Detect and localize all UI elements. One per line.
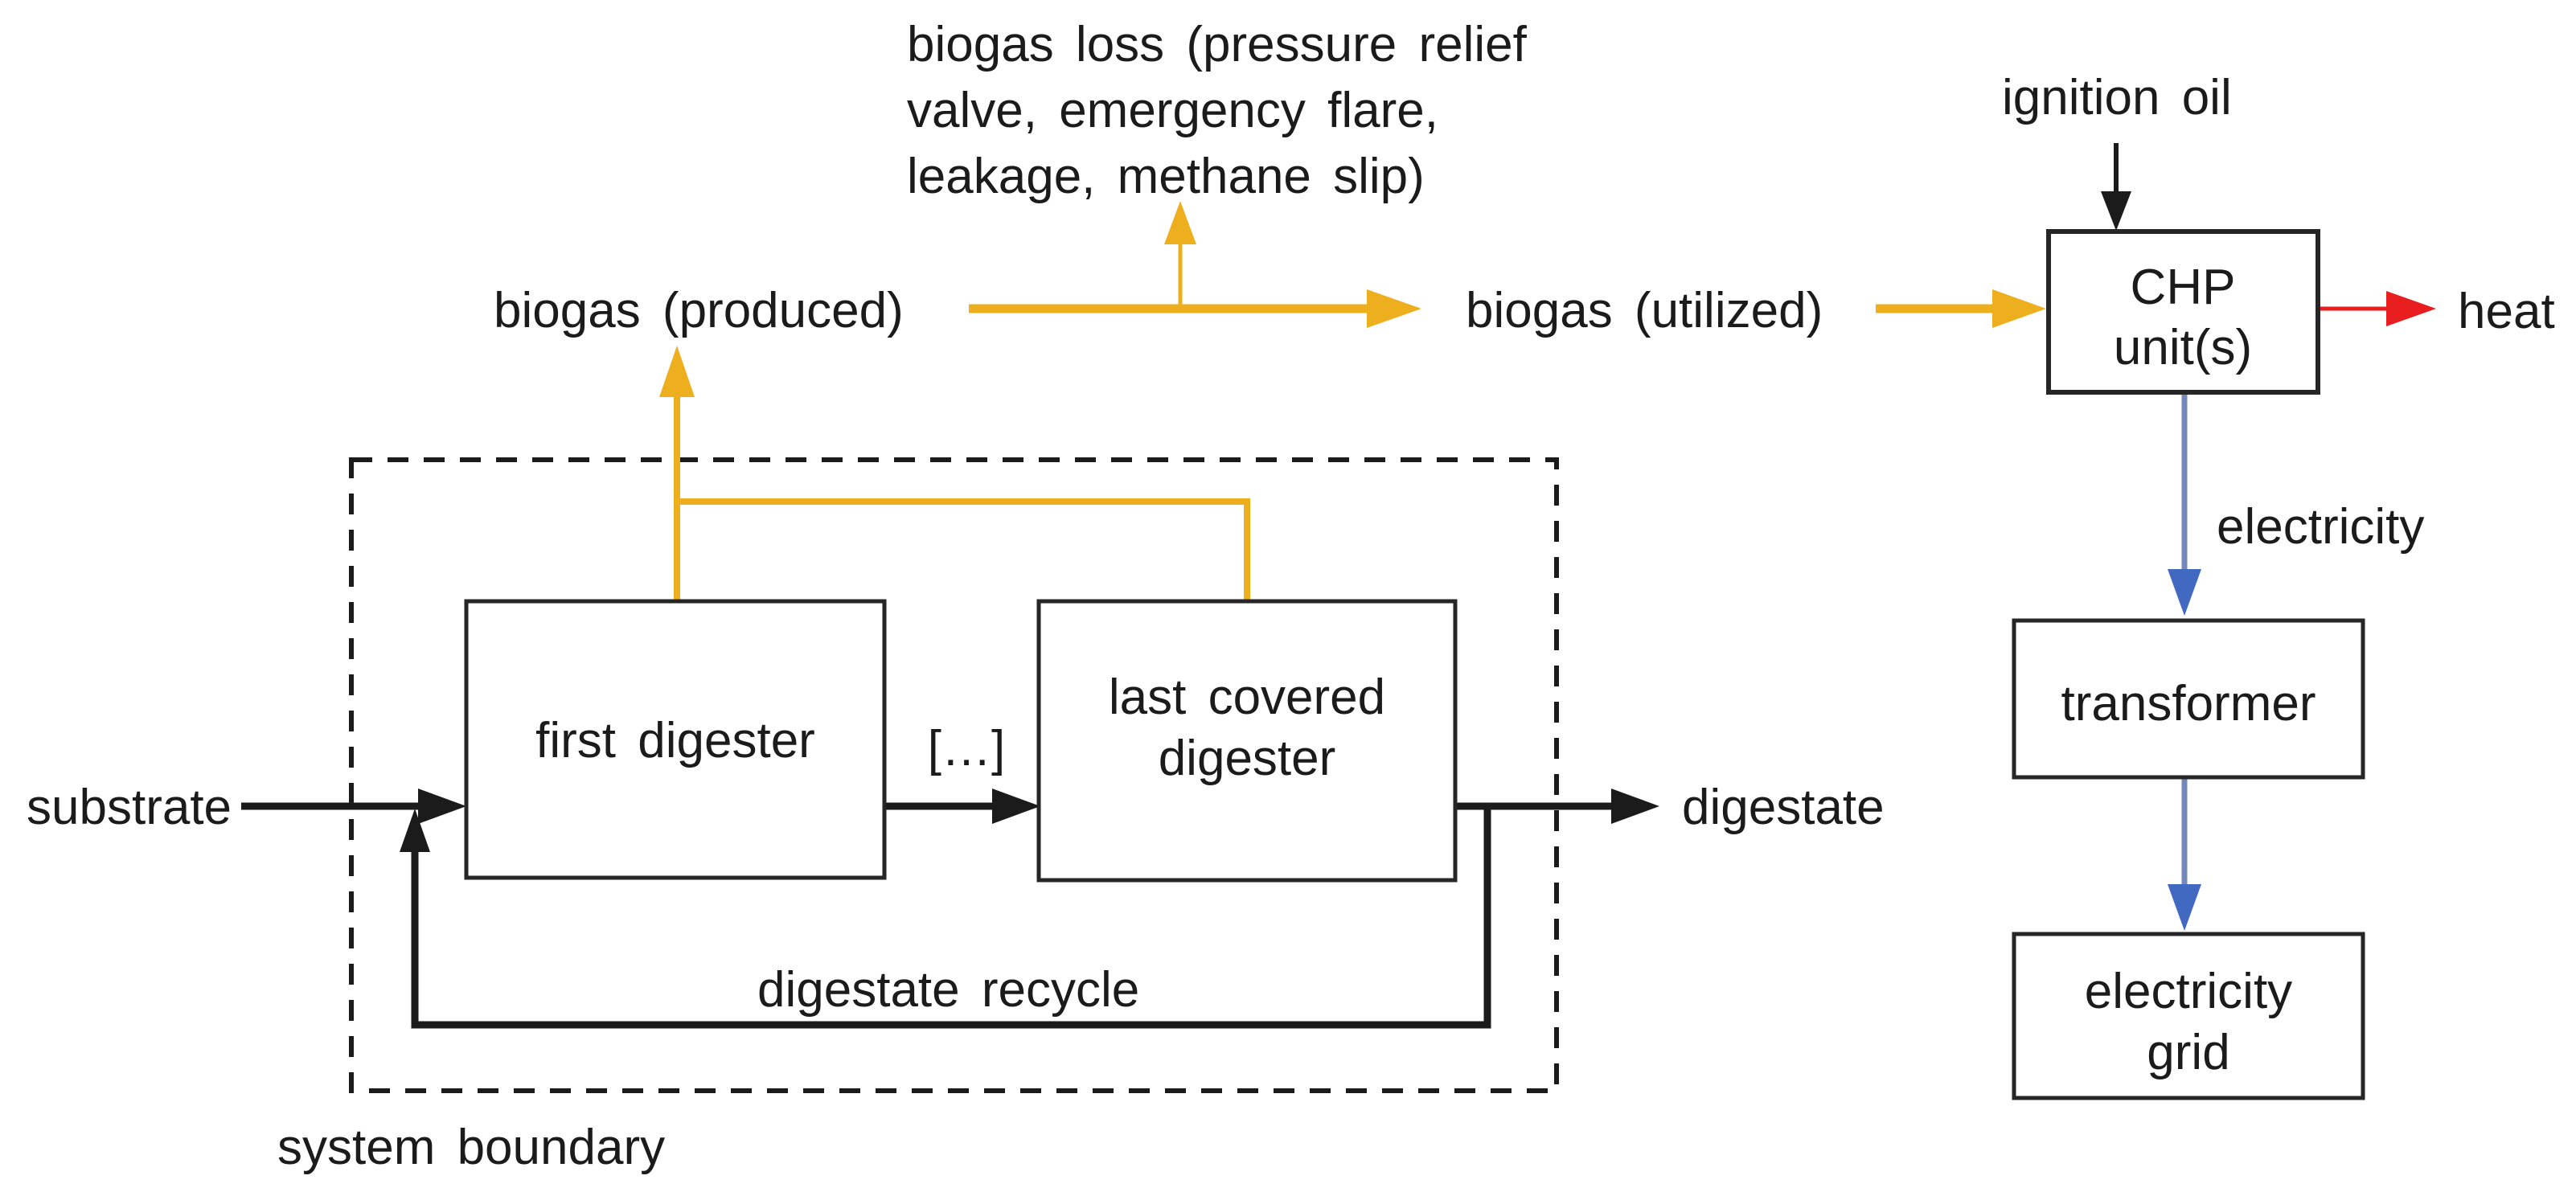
first-digester-box — [464, 599, 887, 880]
last-covered-digester-box-label-line1: last covered — [1109, 670, 1385, 725]
arrow-digestate-recycle — [400, 806, 1491, 1029]
electricity-grid-box-label-line1: electricity — [2085, 964, 2292, 1019]
digestate-recycle-label: digestate recycle — [757, 962, 1139, 1018]
arrow-ignition-oil — [2101, 143, 2131, 231]
biogas-loss-label-line1: biogas loss (pressure relief — [907, 17, 1528, 72]
arrow-electricity-to-transformer — [2168, 394, 2201, 616]
arrow-biogas-loss — [1164, 201, 1196, 309]
chp-box-label-line1: CHP — [2131, 260, 2236, 315]
arrow-substrate — [241, 789, 466, 824]
arrow-heat — [2320, 291, 2436, 326]
chp-unit-box — [2046, 229, 2320, 395]
ignition-oil-label: ignition oil — [2002, 70, 2232, 125]
transformer-box-label: transformer — [2061, 676, 2316, 731]
biogas-collector-line — [677, 498, 1250, 603]
first-digester-box-label: first digester — [535, 713, 815, 768]
system-boundary-box — [349, 457, 1559, 1093]
last-covered-digester-box-label-line2: digester — [1159, 731, 1336, 786]
arrow-utilized-to-chp — [1876, 289, 2046, 328]
last-covered-digester-box — [1036, 599, 1458, 883]
arrow-transformer-to-grid — [2168, 777, 2201, 931]
arrow-produced-to-utilized — [969, 289, 1421, 328]
substrate-label: substrate — [27, 780, 232, 835]
ellipsis-label: […] — [928, 721, 1005, 776]
transformer-box — [2012, 618, 2365, 780]
electricity-label: electricity — [2217, 499, 2424, 555]
digestate-label: digestate — [1682, 780, 1885, 835]
biogas-produced-label: biogas (produced) — [494, 283, 904, 338]
system-boundary-label: system boundary — [277, 1120, 665, 1175]
biogas-loss-label-line3: leakage, methane slip) — [907, 149, 1425, 204]
heat-label: heat — [2458, 284, 2555, 339]
electricity-grid-box — [2012, 932, 2365, 1100]
arrow-digestate — [1455, 789, 1659, 824]
electricity-grid-box-label-line2: grid — [2147, 1025, 2229, 1080]
biogas-utilized-label: biogas (utilized) — [1466, 283, 1823, 338]
arrow-digester-to-digester — [884, 789, 1040, 824]
arrow-biogas-produced — [659, 346, 695, 603]
biogas-loss-label-line2: valve, emergency flare, — [907, 83, 1438, 138]
chp-box-label-line2: unit(s) — [2114, 320, 2252, 375]
